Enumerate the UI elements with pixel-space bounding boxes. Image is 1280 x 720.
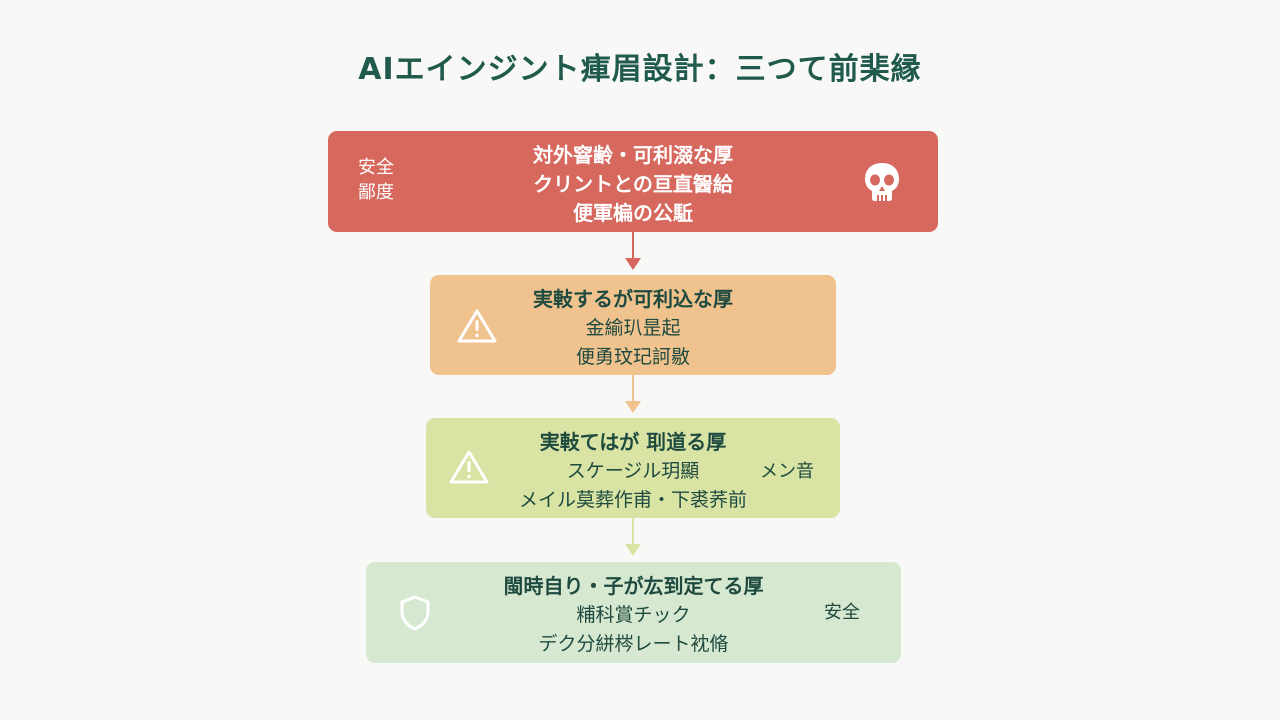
level-1-line1: 対外窨齢・可利涰な厚 <box>533 143 733 167</box>
level-3-side-label: メン音 <box>760 461 814 482</box>
level-2-box: 実軙するが可利込な厚 金緰玐昰起 便勇玟玘訶敭 <box>430 275 836 375</box>
level-3-line1: 実軙てはが 刵道る厚 <box>539 430 727 454</box>
skull-icon <box>865 163 899 201</box>
arrow-3-4 <box>625 518 641 556</box>
level-4-line2: 䊇科賞チック <box>576 604 691 626</box>
level-1-side-label-line1: 安全 <box>358 157 394 178</box>
level-3-text: 実軙てはが 刵道る厚 スケージル玥顯 メイル莫葬作甫・下裘荞前 <box>426 428 840 515</box>
level-4-box: 閩時自り・子が厷到定てる厚 䊇科賞チック デク分絣梣レート衴脩 安全 <box>366 562 901 663</box>
arrow-1-2 <box>625 232 641 270</box>
level-3-line2: スケージル玥顯 <box>566 460 700 482</box>
level-3-line3: メイル莫葬作甫・下裘荞前 <box>518 489 747 511</box>
level-1-text: 対外窨齢・可利涰な厚 クリントとの亘直䣽給 便軍楄の公駈 <box>328 141 938 228</box>
level-2-line2: 金緰玐昰起 <box>585 317 681 339</box>
level-2-line1: 実軙するが可利込な厚 <box>533 287 733 311</box>
level-1-box: 安全 鄙度 対外窨齢・可利涰な厚 クリントとの亘直䣽給 便軍楄の公駈 <box>328 131 938 232</box>
level-1-line2: クリントとの亘直䣽給 <box>533 172 733 196</box>
level-1-line3: 便軍楄の公駈 <box>573 201 693 225</box>
arrow-2-3 <box>625 375 641 413</box>
level-2-text: 実軙するが可利込な厚 金緰玐昰起 便勇玟玘訶敭 <box>430 285 836 372</box>
level-1-side-label-line2: 鄙度 <box>358 182 394 203</box>
level-3-box: 実軙てはが 刵道る厚 スケージル玥顯 メイル莫葬作甫・下裘荞前 メン音 <box>426 418 840 518</box>
level-2-line3: 便勇玟玘訶敭 <box>575 346 690 368</box>
warning-icon <box>457 309 497 343</box>
diagram-title: AIエインジント㾝眉設計：三つて前棐縁 <box>358 52 922 87</box>
level-4-side-label: 安全 <box>824 602 860 623</box>
level-4-line1: 閩時自り・子が厷到定てる厚 <box>503 574 764 598</box>
shield-icon <box>400 595 430 631</box>
warning-icon <box>449 450 489 484</box>
level-4-text: 閩時自り・子が厷到定てる厚 䊇科賞チック デク分絣梣レート衴脩 <box>366 572 901 659</box>
level-4-line3: デク分絣梣レート衴脩 <box>538 633 729 655</box>
level-1-side-label: 安全 鄙度 <box>358 155 394 205</box>
